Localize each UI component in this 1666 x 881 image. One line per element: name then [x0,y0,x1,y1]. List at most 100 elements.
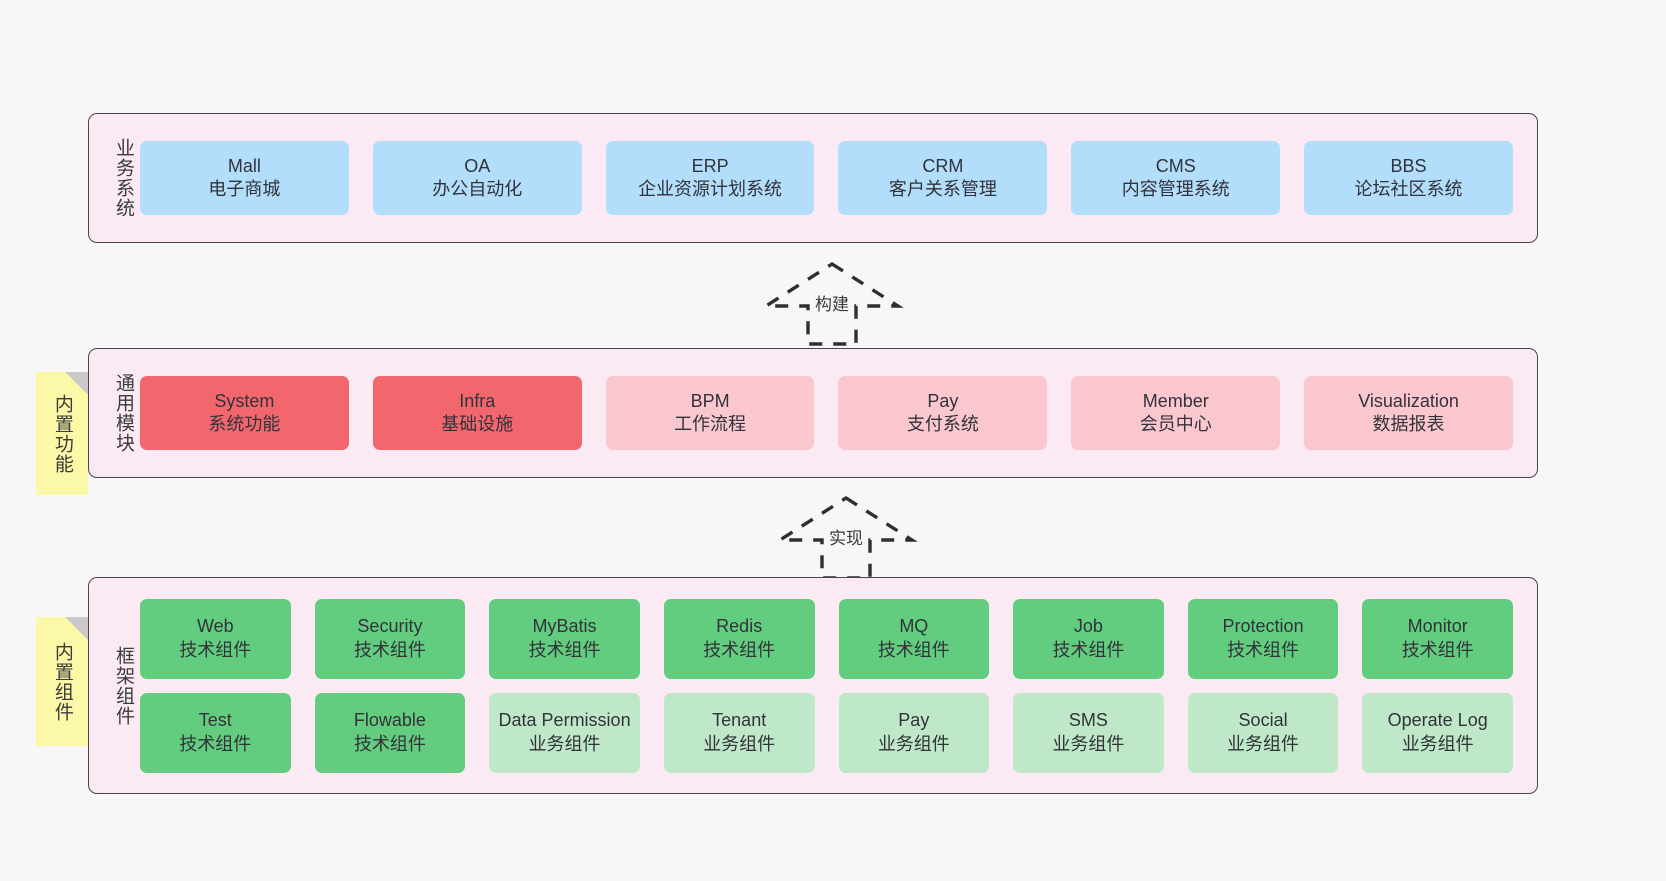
card-system[interactable]: System 系统功能 [140,376,349,450]
card-mybatis[interactable]: MyBatis 技术组件 [489,598,640,679]
card-subtitle: 数据报表 [1372,414,1445,434]
card-gap [1338,599,1362,679]
card-title: SMS [1068,710,1108,731]
card-subtitle: 技术组件 [528,639,601,660]
card-security[interactable]: Security 技术组件 [314,598,466,679]
dashed-up-arrow-icon [760,261,904,346]
card-subtitle: 系统功能 [208,414,281,434]
card-gap [1338,693,1362,773]
card-gap [465,693,489,773]
layer-common-modules: 通用模块 System 系统功能 Infra 基础设施 BPM 工作流程 Pay… [88,348,1538,478]
card-title: Operate Log [1387,710,1488,731]
card-infra[interactable]: Infra 基础设施 [372,376,582,450]
card-social[interactable]: Social 业务组件 [1187,692,1339,773]
card-gap-right [1513,599,1537,679]
card-test[interactable]: Test 技术组件 [140,692,291,773]
card-erp[interactable]: ERP 企业资源计划系统 [605,141,815,215]
card-gap [815,599,839,679]
card-gap [1164,693,1188,773]
card-web[interactable]: Web 技术组件 [140,598,291,679]
card-subtitle: 技术组件 [877,639,950,660]
card-subtitle: 业务组件 [1052,733,1125,754]
card-bpm[interactable]: BPM 工作流程 [605,376,815,450]
card-subtitle: 会员中心 [1139,414,1212,434]
card-title: Visualization [1358,390,1459,411]
card-subtitle: 基础设施 [441,414,514,434]
arrow-build: 构建 [752,258,912,348]
card-title: MQ [899,616,929,637]
card-title: Test [198,710,232,731]
card-redis[interactable]: Redis 技术组件 [663,598,815,679]
arrow-implement-label: 实现 [829,529,863,548]
card-gap [640,693,664,773]
card-protection[interactable]: Protection 技术组件 [1187,598,1339,679]
card-subtitle: 论坛社区系统 [1354,179,1463,199]
card-subtitle: 内容管理系统 [1121,179,1230,199]
card-title: Infra [459,390,496,411]
card-member[interactable]: Member 会员中心 [1071,376,1281,450]
card-title: Data Permission [498,710,631,731]
card-title: MyBatis [532,616,597,637]
card-title: Monitor [1407,616,1468,637]
layer-label-business-systems: 业务系统 [113,138,134,218]
card-gap [291,693,315,773]
card-title: Redis [716,616,763,637]
card-job[interactable]: Job 技术组件 [1013,598,1164,679]
card-subtitle: 技术组件 [1227,639,1300,660]
card-title: CRM [922,155,964,176]
card-subtitle: 企业资源计划系统 [638,179,783,199]
card-title: Flowable [353,710,426,731]
card-title: Web [196,616,234,637]
card-gap [640,599,664,679]
card-title: BPM [690,390,730,411]
card-monitor[interactable]: Monitor 技术组件 [1362,598,1513,679]
card-gap [291,599,315,679]
layer-business-systems: 业务系统 Mall 电子商城 OA 办公自动化 ERP 企业资源计划系统 CRM… [88,113,1538,243]
card-pay-component[interactable]: Pay 业务组件 [838,692,990,773]
card-cms[interactable]: CMS 内容管理系统 [1071,141,1281,215]
card-title: Pay [898,710,930,731]
card-subtitle: 技术组件 [179,639,252,660]
card-title: Pay [927,390,959,411]
card-subtitle: 办公自动化 [432,179,523,199]
card-subtitle: 业务组件 [528,733,601,754]
card-title: Protection [1222,616,1304,637]
card-gap [815,693,839,773]
arrow-build-label: 构建 [815,295,849,314]
card-gap [989,693,1013,773]
arrow-implement: 实现 [766,492,926,582]
card-gap [465,599,489,679]
framework-row-technical: Web 技术组件 Security 技术组件 MyBatis 技术组件 Redi… [140,598,1537,679]
card-subtitle: 技术组件 [353,733,426,754]
card-subtitle: 业务组件 [1227,733,1300,754]
card-subtitle: 客户关系管理 [888,179,997,199]
card-visualization[interactable]: Visualization 数据报表 [1304,376,1513,450]
card-gap-right [1513,693,1537,773]
card-tenant[interactable]: Tenant 业务组件 [663,692,815,773]
card-sms[interactable]: SMS 业务组件 [1013,692,1164,773]
card-mq[interactable]: MQ 技术组件 [838,598,990,679]
card-crm[interactable]: CRM 客户关系管理 [838,141,1048,215]
card-title: Member [1142,390,1209,411]
card-subtitle: 业务组件 [703,733,776,754]
card-title: Mall [227,155,261,176]
framework-row-business: Test 技术组件 Flowable 技术组件 Data Permission … [140,692,1537,773]
card-data-permission[interactable]: Data Permission 业务组件 [489,692,640,773]
card-flowable[interactable]: Flowable 技术组件 [314,692,466,773]
card-bbs[interactable]: BBS 论坛社区系统 [1304,141,1513,215]
layer-label-common-modules: 通用模块 [113,373,134,453]
card-title: BBS [1390,155,1427,176]
note-builtin-features: 内置功能 [36,372,88,495]
layer-framework-components: 框架组件 Web 技术组件 Security 技术组件 MyBatis 技术组件 [88,577,1538,794]
page-fold-icon [65,617,88,640]
card-gap [989,599,1013,679]
card-subtitle: 技术组件 [703,639,776,660]
card-subtitle: 业务组件 [877,733,950,754]
business-systems-card-list: Mall 电子商城 OA 办公自动化 ERP 企业资源计划系统 CRM 客户关系… [140,114,1537,242]
card-operate-log[interactable]: Operate Log 业务组件 [1362,692,1513,773]
card-oa[interactable]: OA 办公自动化 [372,141,582,215]
card-subtitle: 工作流程 [674,414,747,434]
card-pay[interactable]: Pay 支付系统 [838,376,1048,450]
card-mall[interactable]: Mall 电子商城 [140,141,349,215]
